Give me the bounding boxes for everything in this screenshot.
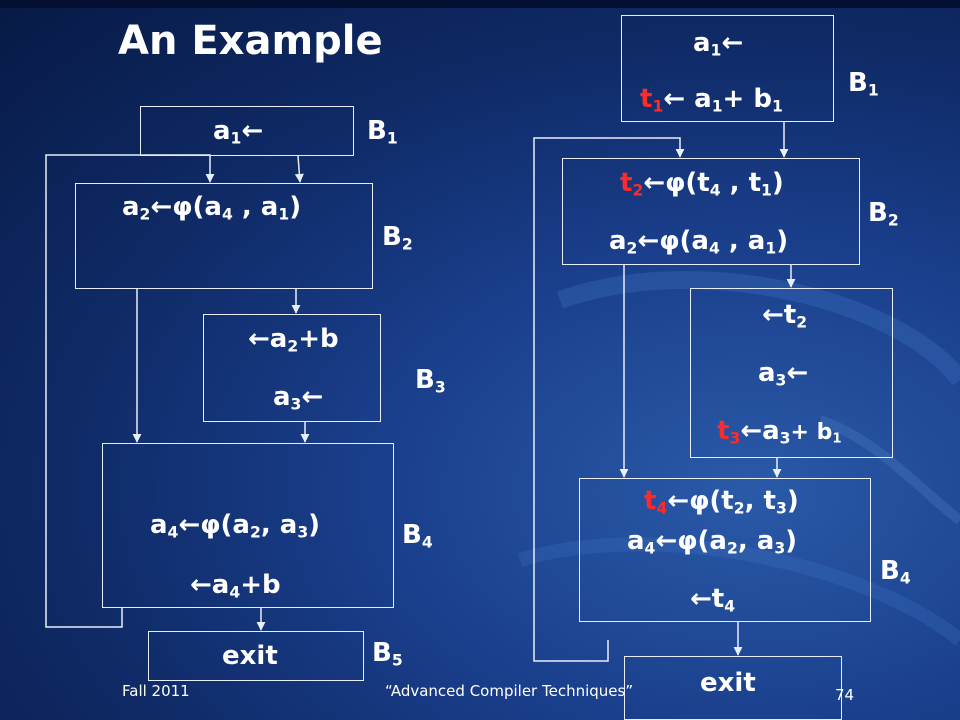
- left-b2-line-1: a2←φ(a4 , a1): [122, 192, 302, 224]
- right-exit-line-1: exit: [700, 668, 756, 698]
- right-b2-label: B2: [868, 198, 899, 230]
- left-block-b2: [75, 183, 373, 289]
- left-b4-line-2: ←a4+b: [190, 570, 281, 602]
- right-b3-line-1: ←t2: [762, 300, 808, 332]
- left-b5-label: B5: [372, 638, 403, 670]
- right-b2-line-1: t2←φ(t4 , t1): [620, 168, 784, 200]
- right-b2-line-2: a2←φ(a4 , a1): [609, 226, 789, 258]
- footer-date: Fall 2011: [122, 682, 190, 700]
- left-b3-line-2: a3←: [273, 382, 324, 414]
- right-b3-line-3: t3←a3+ b1: [717, 416, 842, 448]
- left-b4-line-1: a4←φ(a2, a3): [150, 510, 321, 542]
- right-block-b2: [562, 158, 860, 265]
- right-block-b4: [579, 478, 871, 622]
- right-b1-line-1: a1←: [693, 28, 744, 60]
- left-b1-label: B1: [367, 116, 398, 148]
- top-bar: [0, 0, 960, 8]
- right-b4-line-3: ←t4: [690, 584, 736, 616]
- left-block-b4: [102, 443, 394, 608]
- right-block-b3: [690, 288, 893, 458]
- right-b4-line-2: a4←φ(a2, a3): [627, 526, 798, 558]
- left-b2-label: B2: [382, 222, 413, 254]
- right-b4-label: B4: [880, 556, 911, 588]
- right-b4-line-1: t4←φ(t2, t3): [644, 486, 799, 518]
- left-block-b5: [148, 631, 364, 681]
- footer-page-number: 74: [835, 686, 855, 704]
- left-block-b1: [140, 106, 354, 156]
- right-b3-line-2: a3←: [758, 358, 809, 390]
- left-block-b3: [203, 314, 381, 422]
- footer-course-title: “Advanced Compiler Techniques”: [385, 682, 634, 700]
- right-block-b1: [621, 15, 834, 122]
- left-b5-line-1: exit: [222, 641, 278, 671]
- right-b1-line-2: t1← a1+ b1: [640, 84, 783, 116]
- left-b4-label: B4: [402, 520, 433, 552]
- left-b3-label: B3: [415, 365, 446, 397]
- left-b1-line-1: a1←: [213, 116, 264, 148]
- slide-title: An Example: [118, 18, 383, 64]
- right-b1-label: B1: [848, 68, 879, 100]
- left-b3-line-1: ←a2+b: [248, 324, 339, 356]
